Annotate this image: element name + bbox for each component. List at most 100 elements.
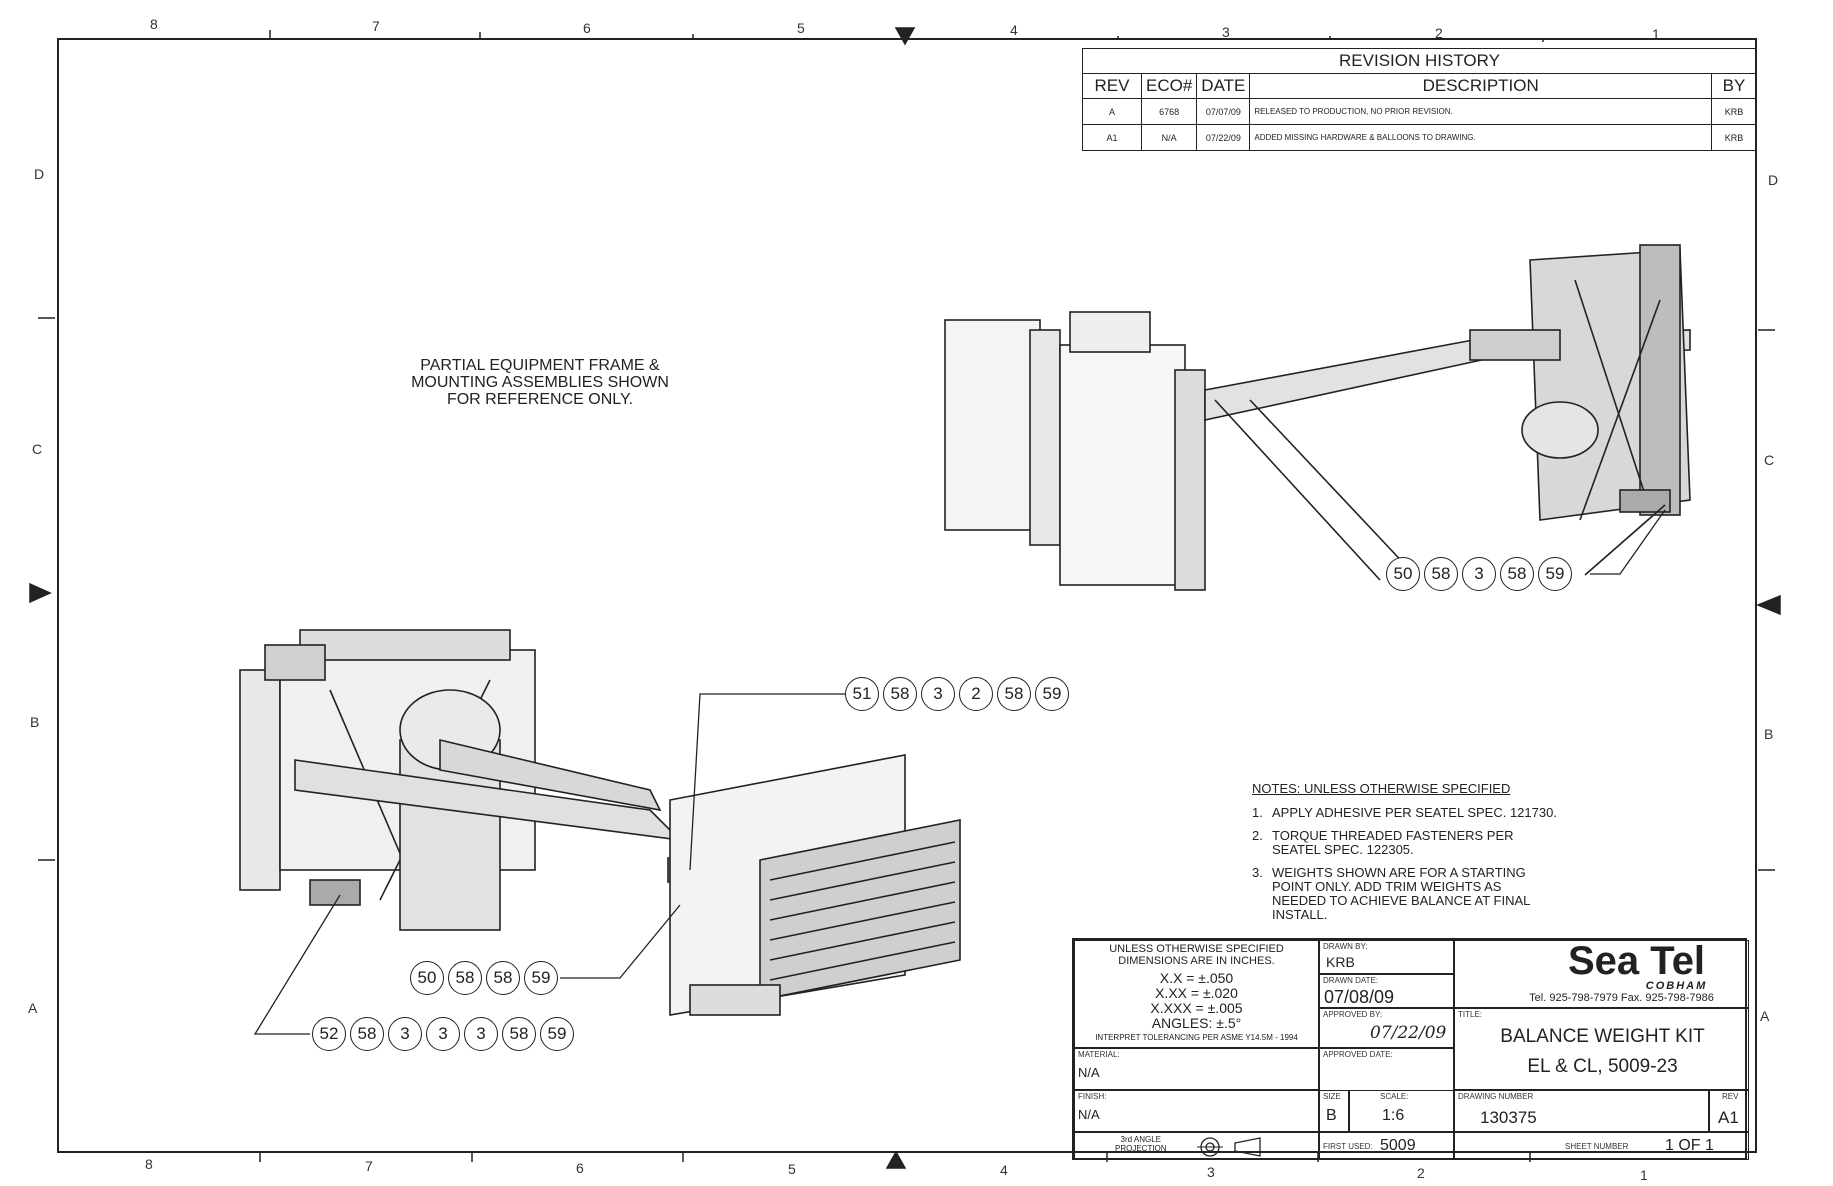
date-cell: 07/22/09 [1196,124,1251,151]
balloon-group-middle: 51 58 3 2 58 59 [845,677,1073,711]
reference-note-line: PARTIAL EQUIPMENT FRAME & [420,357,660,374]
note-number: 1. [1252,805,1263,820]
rev-value: A1 [1718,1108,1739,1127]
material-cell: MATERIAL: N/A [1074,1048,1319,1090]
finish-cell: FINISH: N/A [1074,1090,1319,1132]
sheet-number-label: SHEET NUMBER [1565,1142,1629,1151]
zone-top-5: 5 [797,20,805,36]
leader-lower-b [253,894,341,1035]
balance-weight-lower-a [309,879,361,906]
approved-by-cell: APPROVED BY: 07/22/09 [1319,1008,1454,1048]
note-line: INSTALL. [1272,907,1328,922]
item-balloon: 58 [1500,557,1534,591]
sheet-number-value: 1 OF 1 [1665,1137,1714,1154]
zone-top-1: 1 [1652,26,1660,42]
tolerance-line: X.X = ±.050 [1159,970,1234,986]
zone-top-6: 6 [583,20,591,36]
leader-middle [689,693,847,871]
drawn-by-label: DRAWN BY: [1323,942,1368,951]
eco-cell: 6768 [1140,98,1198,125]
item-balloon: 3 [921,677,955,711]
item-balloon: 58 [997,677,1031,711]
drawing-number-value: 130375 [1480,1108,1537,1127]
table-row: A 6768 07/07/09 RELEASED TO PRODUCTION, … [1082,98,1757,125]
scale-cell: SCALE: 1:6 [1349,1090,1454,1132]
balloon-group-lower-a: 50 58 58 59 [410,961,562,995]
drawn-by-cell: DRAWN BY: KRB [1319,940,1454,974]
zone-bottom-4: 4 [1000,1162,1008,1178]
eco-cell: N/A [1140,124,1198,151]
note-line: POINT ONLY. ADD TRIM WEIGHTS AS [1272,879,1502,894]
tolerance-cell: UNLESS OTHERWISE SPECIFIED DIMENSIONS AR… [1074,940,1319,1048]
item-balloon: 52 [312,1017,346,1051]
size-value: B [1326,1107,1337,1124]
item-balloon: 58 [502,1017,536,1051]
item-balloon: 2 [959,677,993,711]
tolerance-title-line: DIMENSIONS ARE IN INCHES. [1118,955,1275,967]
approved-by-label: APPROVED BY: [1323,1010,1383,1019]
reference-note-line: FOR REFERENCE ONLY. [446,391,634,408]
finish-label: FINISH: [1078,1092,1107,1101]
reference-note-line: MOUNTING ASSEMBLIES SHOWN [411,374,669,391]
zone-left-b: B [30,714,40,730]
tolerance-line: X.XXX = ±.005 [1150,1000,1243,1016]
drawing-number-label: DRAWING NUMBER [1458,1092,1534,1101]
first-used-value: 5009 [1380,1137,1416,1154]
sheet-cell: SHEET NUMBER 1 OF 1 [1454,1132,1749,1160]
tolerance-line: ANGLES: ±.5° [1151,1015,1242,1031]
balloon-group-upper-right: 50 58 3 58 59 [1386,557,1576,591]
revision-history-title: REVISION HISTORY [1082,48,1757,74]
notes-title: NOTES: UNLESS OTHERWISE SPECIFIED [1252,781,1511,796]
item-balloon: 50 [410,961,444,995]
title-cell: TITLE: BALANCE WEIGHT KIT EL & CL, 5009-… [1454,1008,1749,1090]
zone-right-a: A [1760,1008,1770,1024]
tolerance-title-line: UNLESS OTHERWISE SPECIFIED [1109,943,1284,955]
center-arrow-bottom [885,1150,907,1169]
balance-weight-upper [1619,489,1671,513]
company-sub-logo: COBHAM [1645,980,1708,992]
item-balloon: 51 [845,677,879,711]
by-cell: KRB [1711,98,1757,125]
rev-header-rev: REV [1082,73,1142,99]
drawn-date-value: 07/08/09 [1324,987,1395,1007]
pedestal-box-upper [1059,344,1186,586]
rev-label: REV [1722,1092,1739,1101]
drawing-number-cell: DRAWING NUMBER 130375 [1454,1090,1709,1132]
company-cell: Sea Tel COBHAM Tel. 925-798-7979 Fax. 92… [1454,940,1749,1008]
by-cell: KRB [1711,124,1757,151]
note-number: 2. [1252,828,1263,843]
item-balloon: 59 [524,961,558,995]
rev-header-by: BY [1711,73,1757,99]
item-balloon: 59 [1538,557,1572,591]
zone-left-d: D [34,166,45,182]
approved-date-label: APPROVED DATE: [1323,1050,1393,1059]
size-cell: SIZE B [1319,1090,1349,1132]
rev-cell: REV A1 [1709,1090,1749,1132]
assembly-lower [239,629,961,1016]
zone-top-7: 7 [372,18,380,34]
note-number: 3. [1252,865,1263,880]
item-balloon: 3 [388,1017,422,1051]
table-row: A1 N/A 07/22/09 ADDED MISSING HARDWARE &… [1082,124,1757,151]
note-line: WEIGHTS SHOWN ARE FOR A STARTING [1272,865,1526,880]
rev-cell: A [1082,98,1142,125]
enclosure-panel-upper [944,319,1041,531]
third-angle-projection-icon [1197,1137,1261,1157]
title-label: TITLE: [1458,1010,1483,1019]
material-value: N/A [1078,1065,1100,1080]
date-cell: 07/07/09 [1196,98,1251,125]
center-arrow-right [1756,594,1781,616]
heatsink-lower [759,819,961,1001]
note-item: 3. WEIGHTS SHOWN ARE FOR A STARTING POIN… [1252,866,1612,922]
center-arrow-top [894,27,916,46]
center-arrow-left [29,582,52,604]
approved-date-signature: 07/22/09 [1370,1023,1447,1043]
note-item: 2. TORQUE THREADED FASTENERS PER SEATEL … [1252,829,1612,857]
notes-section: NOTES: UNLESS OTHERWISE SPECIFIED 1. APP… [1252,782,1612,922]
zone-bottom-3: 3 [1207,1164,1215,1180]
zone-top-8: 8 [150,16,158,32]
zone-top-4: 4 [1010,22,1018,38]
reference-note: PARTIAL EQUIPMENT FRAME & MOUNTING ASSEM… [395,357,685,408]
item-balloon: 59 [540,1017,574,1051]
